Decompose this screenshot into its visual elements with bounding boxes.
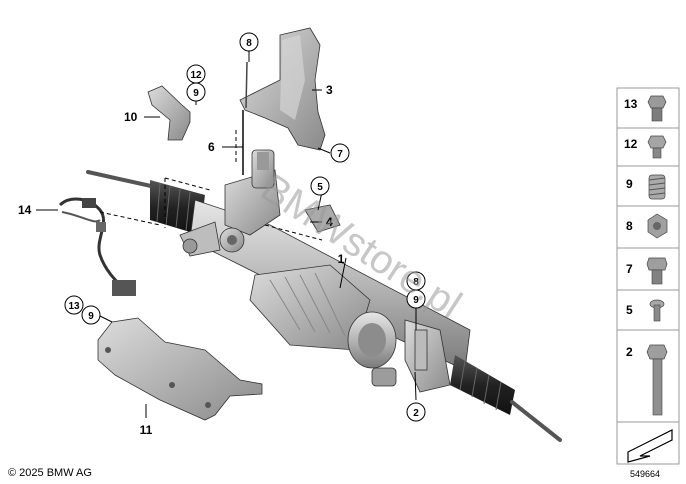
callout-8-top: 8 [246, 38, 252, 49]
svg-text:2: 2 [626, 345, 633, 359]
svg-text:9: 9 [626, 177, 633, 191]
callouts: 1 2 3 4 5 6 7 8 8 9 9 9 10 11 [18, 32, 426, 437]
svg-text:7: 7 [626, 262, 633, 276]
bracket-small [304, 204, 341, 233]
callout-7: 7 [337, 149, 343, 160]
parts-sidebar: 13 12 9 [616, 87, 680, 465]
document-number: 549664 [630, 469, 660, 479]
callout-12: 12 [190, 70, 202, 81]
svg-text:5: 5 [626, 303, 633, 317]
sidebar-item-12: 12 [624, 135, 667, 159]
callout-8-right: 8 [413, 277, 419, 288]
flange-bolt-icon [647, 135, 667, 159]
wiring-harness [58, 197, 136, 296]
copyright-text: © 2025 BMW AG [8, 467, 92, 479]
sidebar-item-2: 2 [626, 344, 668, 416]
callout-2: 2 [413, 408, 419, 419]
hex-bolt-icon [646, 257, 668, 285]
callout-13: 13 [68, 301, 80, 312]
callout-11: 11 [140, 423, 153, 437]
callout-9-top: 9 [193, 88, 199, 99]
svg-text:8: 8 [626, 219, 633, 233]
long-hex-bolt-icon [646, 344, 668, 416]
svg-text:13: 13 [624, 97, 638, 111]
sidebar-item-8: 8 [626, 213, 668, 239]
leader-lines [36, 51, 417, 418]
callout-6: 6 [208, 140, 215, 154]
callout-9-right: 9 [413, 295, 419, 306]
callout-14: 14 [18, 203, 32, 217]
callout-5: 5 [317, 182, 323, 193]
sidebar-item-5: 5 [626, 299, 665, 322]
torx-screw-icon [649, 299, 665, 322]
svg-text:12: 12 [624, 137, 638, 151]
threaded-insert-icon [648, 174, 666, 200]
sidebar-item-9: 9 [626, 174, 666, 200]
sidebar-item-7: 7 [626, 257, 668, 285]
callout-10: 10 [124, 110, 138, 124]
callout-3: 3 [326, 83, 333, 97]
steering-rack-illustration [58, 27, 562, 442]
flange-bolt-icon [647, 95, 667, 122]
hex-nut-icon [647, 213, 668, 239]
callout-1: 1 [338, 252, 345, 266]
heat-shield-upper [239, 27, 326, 151]
sidebar-item-13: 13 [624, 95, 667, 122]
heat-shield-lower [97, 317, 263, 421]
callout-4: 4 [326, 215, 333, 229]
arrow-down-left-icon [627, 429, 673, 463]
callout-9-bottom: 9 [88, 311, 94, 322]
left-bellows-boot [150, 180, 205, 235]
bracket-left [147, 85, 191, 141]
right-bellows-boot [450, 355, 515, 415]
